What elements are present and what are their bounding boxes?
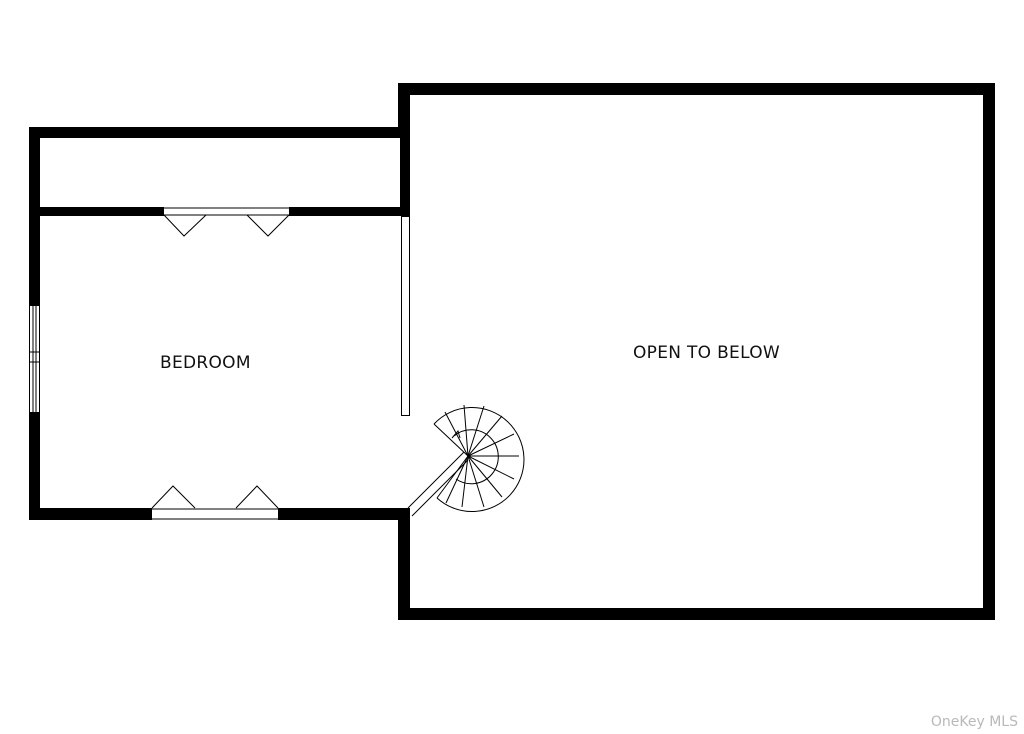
wall-open-left-upper bbox=[398, 83, 410, 138]
spiral-staircase-icon bbox=[433, 404, 525, 512]
wall-interior-left bbox=[40, 207, 164, 216]
wall-open-left-lower bbox=[398, 508, 410, 620]
walls bbox=[29, 83, 995, 620]
window-icon bbox=[29, 305, 40, 413]
stair-railing bbox=[407, 451, 469, 517]
room-label-bedroom: BEDROOM bbox=[160, 353, 251, 373]
sliding-door-icon bbox=[401, 216, 410, 416]
wall-interior-right bbox=[289, 207, 410, 216]
wall-bottom-mid bbox=[278, 508, 410, 520]
watermark: OneKey MLS bbox=[930, 714, 1018, 730]
closet-bifold-door-icon bbox=[151, 485, 279, 520]
wall-open-top bbox=[398, 83, 995, 95]
closet-bifold-door-icon bbox=[163, 207, 290, 237]
wall-open-right bbox=[983, 83, 995, 620]
wall-bottom-left bbox=[29, 508, 152, 520]
wall-open-bottom bbox=[398, 608, 995, 620]
wall-storage-right bbox=[400, 127, 410, 216]
room-label-open-to-below: OPEN TO BELOW bbox=[633, 343, 781, 363]
wall-left-lower bbox=[29, 412, 40, 520]
wall-top-left-wing bbox=[29, 127, 410, 138]
wall-left-upper bbox=[29, 127, 40, 305]
